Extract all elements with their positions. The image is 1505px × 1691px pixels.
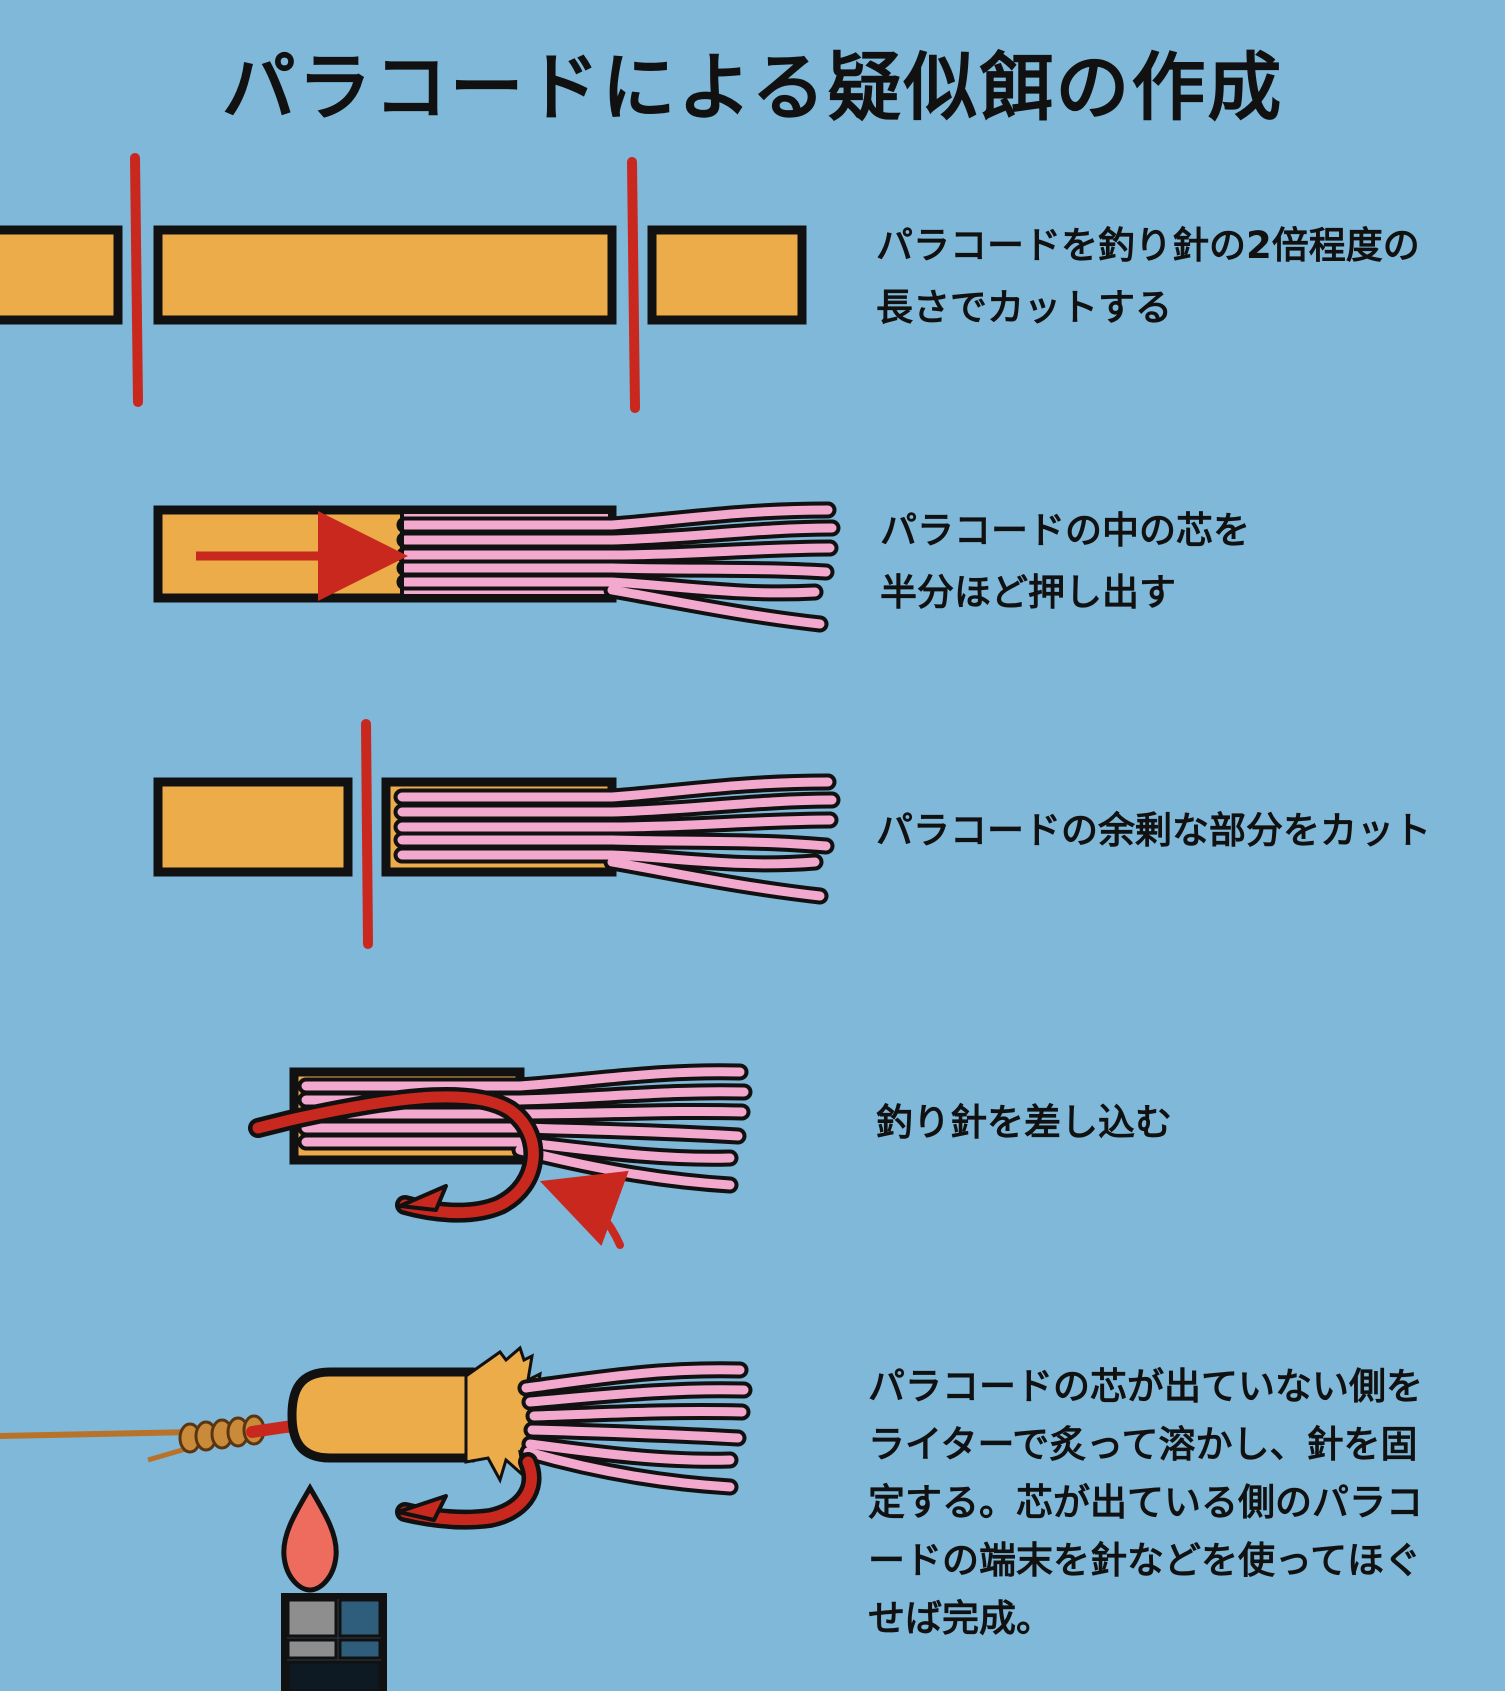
cord-right-piece: [647, 225, 807, 325]
step5-illustration: [0, 1345, 753, 1691]
core-strands-step5: [517, 1361, 753, 1496]
step5-text: パラコードの芯が出ていない側を ライターで炙って溶かし、針を固 定する。芯が出て…: [868, 1365, 1423, 1640]
cord-excess-piece: [153, 777, 353, 877]
page-title: パラコードによる疑似餌の作成: [221, 45, 1284, 131]
step2-text: パラコードの中の芯を 半分ほど押し出す: [880, 509, 1250, 614]
cut-line-left: [130, 153, 143, 407]
step4-illustration: [248, 1063, 753, 1249]
cut-line-excess: [361, 719, 373, 949]
core-strands-step3: [393, 773, 841, 905]
flame-icon: [281, 1483, 339, 1593]
fixed-hook: [395, 1452, 542, 1530]
core-strands: [396, 501, 841, 633]
step1-text: パラコードを釣り針の2倍程度の 長さでカットする: [876, 224, 1420, 329]
hook-eye: [246, 1420, 298, 1438]
cord-middle-piece: [153, 225, 617, 325]
step4-text: 釣り針を差し込む: [876, 1101, 1172, 1144]
fishing-hook: [248, 1086, 544, 1223]
cord-left-piece: [0, 225, 123, 325]
cut-line-right: [627, 157, 640, 413]
step3-text: パラコードの余剰な部分をカット: [876, 809, 1431, 852]
step1-illustration: [0, 153, 807, 413]
insert-arrow: [539, 1170, 629, 1249]
step2-illustration: [153, 501, 841, 633]
step3-illustration: [153, 719, 841, 949]
lighter-icon: [281, 1593, 387, 1691]
melted-cord: [287, 1367, 475, 1463]
